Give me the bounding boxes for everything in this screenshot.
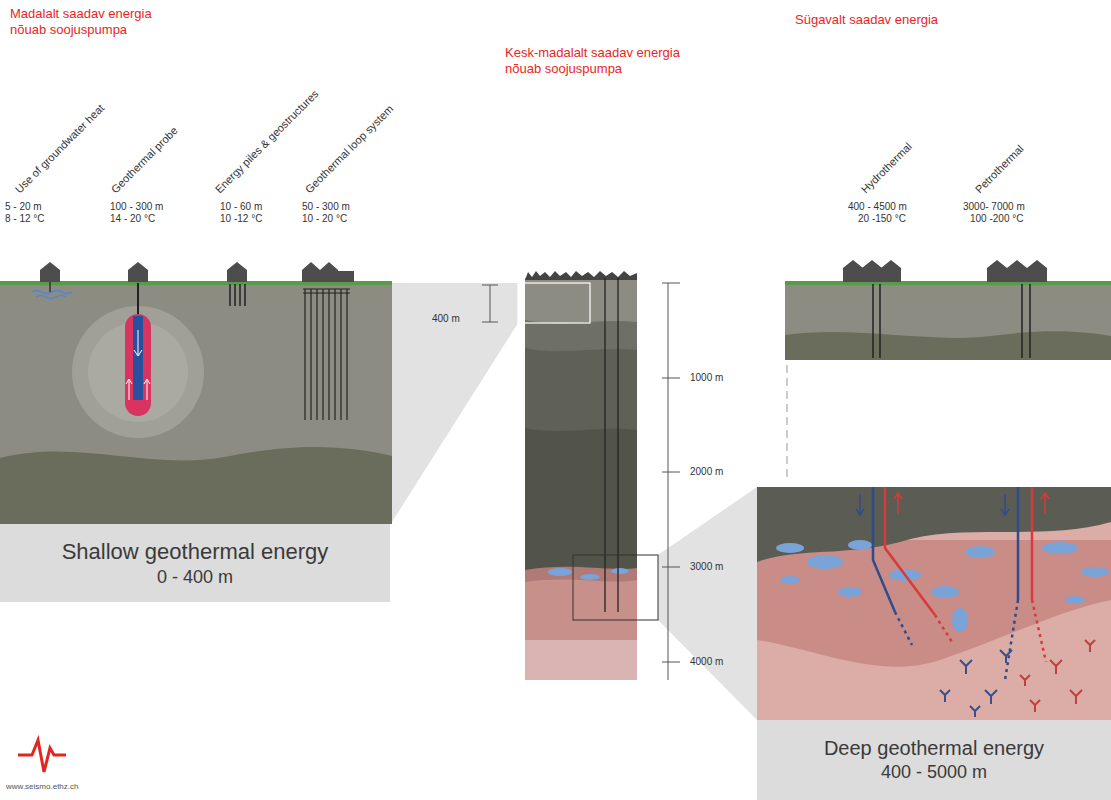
method-label: Use of groundwater heat <box>13 101 108 196</box>
depth-range: 400 - 4500 m <box>848 201 907 213</box>
caption-band: Shallow geothermal energy0 - 400 m <box>0 524 390 602</box>
temperature-range: 10 -12 °C <box>220 213 262 225</box>
method-label: Geothermal loop system <box>303 102 397 196</box>
method-label: Geothermal probe <box>109 124 181 196</box>
method-label: Hydrothermal <box>859 140 915 196</box>
temperature-range: 20 -150 °C <box>858 213 906 225</box>
method-label: Petrothermal <box>973 142 1027 196</box>
heading-note: Sügavalt saadav energia <box>795 12 975 28</box>
caption-range: 400 - 5000 m <box>881 761 987 784</box>
depth-range: 100 - 300 m <box>110 201 163 213</box>
method-label: Energy piles & geostructures <box>213 87 322 196</box>
caption-title: Deep geothermal energy <box>824 736 1044 761</box>
depth-range: 5 - 20 m <box>5 201 42 213</box>
caption-band: Deep geothermal energy400 - 5000 m <box>757 720 1111 800</box>
watermark: www.seismo.ethz.ch <box>6 782 78 792</box>
scale-label: 3000 m <box>690 561 723 573</box>
heading-note: Madalalt saadav energia nõuab soojuspump… <box>10 6 175 37</box>
caption-title: Shallow geothermal energy <box>62 538 329 566</box>
temperature-range: 8 - 12 °C <box>5 213 45 225</box>
depth-range: 10 - 60 m <box>220 201 262 213</box>
caption-range: 0 - 400 m <box>157 566 233 589</box>
depth-range: 50 - 300 m <box>302 201 350 213</box>
scale-label: 1000 m <box>690 372 723 384</box>
scale-label: 2000 m <box>690 466 723 478</box>
depth-range: 3000- 7000 m <box>963 201 1025 213</box>
scale-label: 4000 m <box>690 656 723 668</box>
temperature-range: 10 - 20 °C <box>302 213 347 225</box>
temperature-range: 14 - 20 °C <box>110 213 155 225</box>
temperature-range: 100 -200 °C <box>970 213 1023 225</box>
heading-note: Kesk-madalalt saadav energia nõuab sooju… <box>505 45 705 76</box>
scale-label: 400 m <box>432 313 460 325</box>
